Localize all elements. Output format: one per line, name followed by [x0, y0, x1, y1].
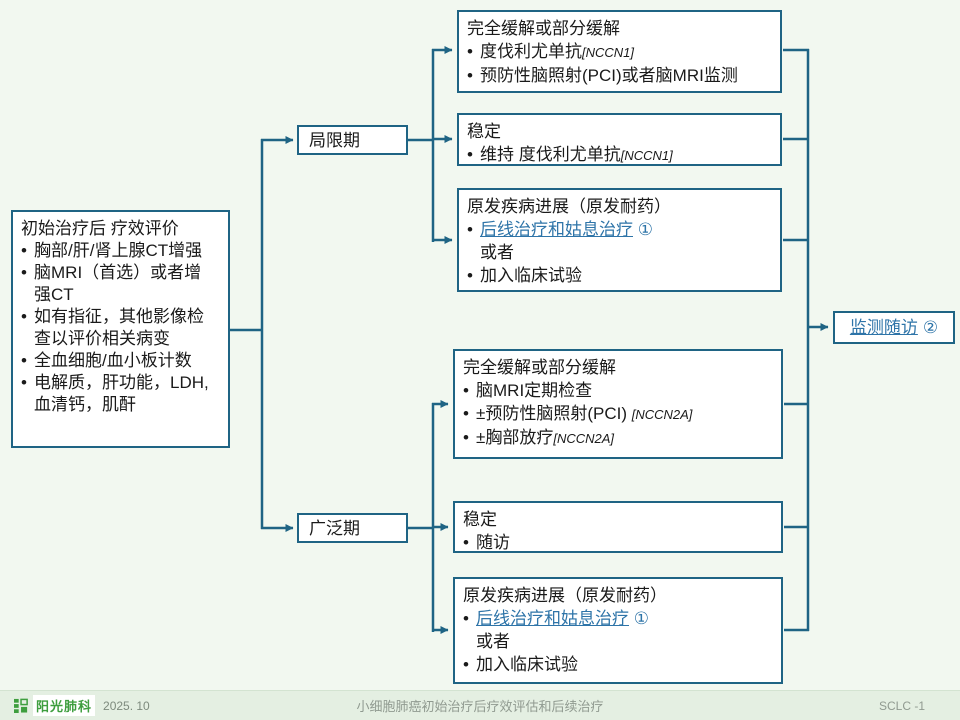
circled-one-marker: ① — [637, 220, 653, 239]
eval-bullet: •胸部/肝/肾上腺CT增强 — [21, 241, 203, 260]
limited-stage-node: 局限期 — [297, 125, 408, 155]
circled-two-marker: ② — [922, 318, 939, 337]
extensive-stable-box: 稳定 •随访 — [453, 501, 783, 553]
later-line-therapy-link[interactable]: 后线治疗和姑息治疗 — [480, 220, 633, 239]
footer-bar: 小细胞肺癌初始治疗后疗效评估和后续治疗 阳光肺科 2025. 10 SCLC -… — [0, 690, 960, 720]
extensive-progression-box: 原发疾病进展（原发耐药） •后线治疗和姑息治疗 ① 或者 •加入临床试验 — [453, 577, 783, 684]
eval-title: 初始治疗后 疗效评价 — [21, 219, 179, 238]
bullet-dot: • — [463, 533, 469, 552]
extensive-crpr-box: 完全缓解或部分缓解 •脑MRI定期检查 •±预防性脑照射(PCI) [NCCN2… — [453, 349, 783, 459]
later-line-therapy-link[interactable]: 后线治疗和姑息治疗 — [476, 609, 629, 628]
eval-bullet: •全血细胞/血小板计数 — [21, 351, 192, 370]
extensive-stage-node: 广泛期 — [297, 513, 408, 543]
bullet-dot: • — [463, 404, 469, 423]
bullet-dot: • — [21, 241, 27, 260]
bullet-dot: • — [467, 266, 473, 285]
eval-bullet: •电解质，肝功能，LDH, 血清钙，肌酐 — [21, 373, 209, 414]
footer-date: 2025. 10 — [103, 698, 150, 713]
nccn-reference: [NCCN1] — [582, 45, 635, 60]
bullet-dot: • — [463, 655, 469, 674]
bullet-dot — [467, 241, 480, 264]
monitoring-followup-link[interactable]: 监测随访 — [849, 318, 918, 337]
extensive-crpr-title: 完全缓解或部分缓解 — [463, 358, 616, 377]
nccn-reference: [NCCN1] — [620, 148, 673, 163]
bullet-dot: • — [21, 263, 27, 282]
extensive-stable-title: 稳定 — [463, 510, 497, 529]
nccn-reference: [NCCN2A] — [631, 407, 693, 422]
bullet-dot: • — [21, 351, 27, 370]
limited-progression-box: 原发疾病进展（原发耐药） •后线治疗和姑息治疗 ① 或者 •加入临床试验 — [457, 188, 782, 292]
bullet-dot: • — [467, 145, 473, 164]
bullet-dot: • — [463, 381, 469, 400]
extensive-stage-label: 广泛期 — [309, 518, 360, 538]
limited-crpr-title: 完全缓解或部分缓解 — [467, 19, 620, 38]
bullet-dot: • — [463, 609, 469, 628]
logo-text: 阳光肺科 — [33, 695, 96, 716]
eval-bullet: •如有指征，其他影像检查以评价相关病变 — [21, 307, 204, 348]
limited-stable-title: 稳定 — [467, 122, 501, 141]
bullet-dot — [463, 630, 476, 653]
bullet-dot: • — [467, 220, 473, 239]
circled-one-marker: ① — [633, 609, 649, 628]
limited-stage-label: 局限期 — [309, 130, 360, 150]
initial-eval-box: 初始治疗后 疗效评价 •胸部/肝/肾上腺CT增强 •脑MRI（首选）或者增强CT… — [11, 210, 230, 448]
eval-bullet: •脑MRI（首选）或者增强CT — [21, 263, 202, 304]
limited-crpr-box: 完全缓解或部分缓解 •度伐利尤单抗[NCCN1] •预防性脑照射(PCI)或者脑… — [457, 10, 782, 93]
monitoring-followup-box: 监测随访 ② — [833, 311, 955, 344]
bullet-dot: • — [21, 373, 27, 392]
limited-progression-title: 原发疾病进展（原发耐药） — [467, 197, 671, 216]
bullet-dot: • — [467, 66, 473, 85]
sunshine-lung-logo-icon — [14, 698, 28, 713]
limited-stable-box: 稳定 •维持 度伐利尤单抗[NCCN1] — [457, 113, 782, 166]
footer-page-number: SCLC -1 — [878, 698, 925, 713]
extensive-progression-title: 原发疾病进展（原发耐药） — [463, 586, 667, 605]
bullet-dot: • — [463, 428, 469, 447]
bullet-dot: • — [467, 42, 473, 61]
bullet-dot: • — [21, 307, 27, 326]
nccn-reference: [NCCN2A] — [553, 431, 615, 446]
